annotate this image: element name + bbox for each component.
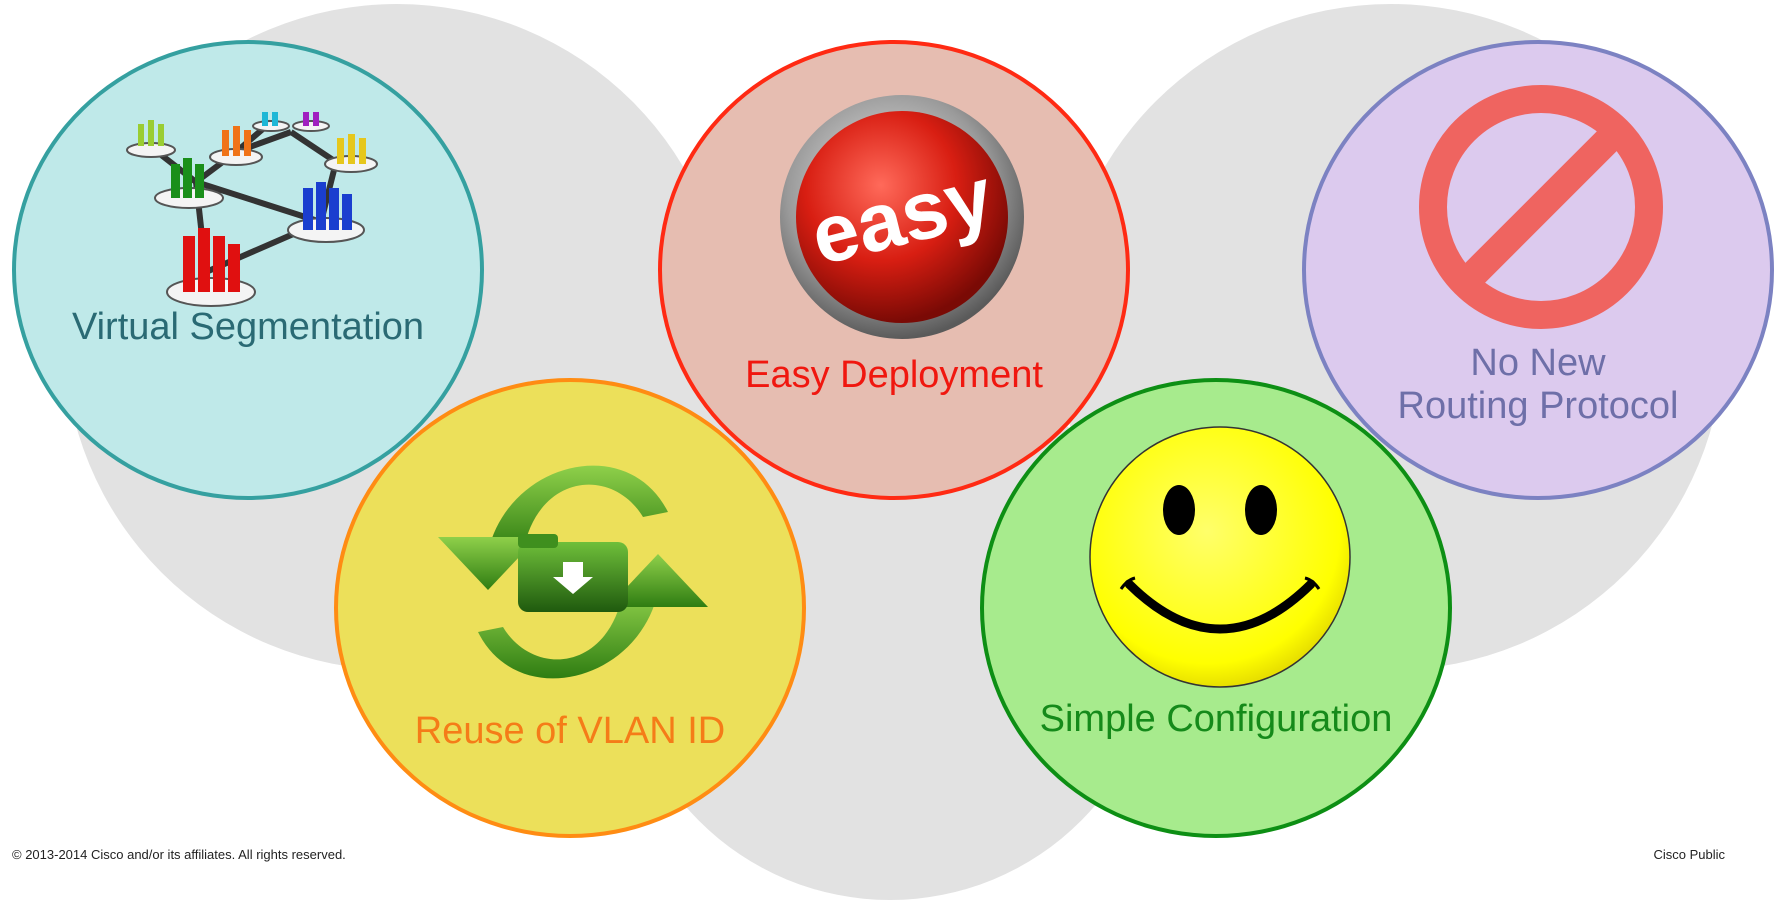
feature-no-new-routing-protocol: No New Routing Protocol: [1302, 40, 1774, 500]
feature-label: Simple Configuration: [1039, 698, 1393, 740]
feature-label: Virtual Segmentation: [71, 306, 425, 348]
smiley-face-icon: [1089, 426, 1351, 688]
prohibited-icon: [1419, 85, 1663, 329]
copyright-text: © 2013-2014 Cisco and/or its affiliates.…: [12, 847, 346, 862]
feature-simple-configuration: Simple Configuration: [980, 378, 1452, 838]
people-network-icon: [126, 112, 378, 307]
classification-text: Cisco Public: [1653, 847, 1725, 862]
feature-label-line2: Routing Protocol: [1397, 385, 1679, 427]
feature-label-line1: No New: [1470, 342, 1606, 384]
feature-easy-deployment: easy Easy Deployment: [658, 40, 1130, 500]
recycle-folder-icon: [438, 465, 708, 679]
feature-reuse-of-vlan-id: Reuse of VLAN ID: [334, 378, 806, 838]
easy-button-icon: easy: [780, 95, 1024, 339]
feature-label: Reuse of VLAN ID: [414, 710, 726, 752]
feature-label: Easy Deployment: [745, 354, 1043, 396]
feature-virtual-segmentation: Virtual Segmentation: [12, 40, 484, 500]
